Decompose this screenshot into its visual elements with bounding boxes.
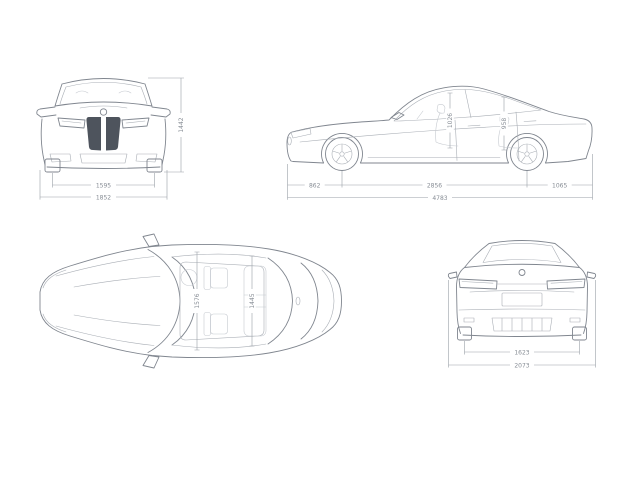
dim-label-mask	[193, 289, 201, 313]
rear-left-reflector	[463, 317, 475, 323]
dim-label-mask	[177, 113, 185, 137]
spokes	[332, 144, 352, 162]
top-windshield	[147, 249, 196, 353]
top-rear-panel-line	[321, 269, 335, 333]
passenger-seat-back	[203, 312, 211, 336]
top-rear-window-trunk	[267, 257, 319, 345]
rim	[516, 143, 538, 165]
dim-top-front-interior-width: 1576	[193, 251, 201, 351]
passenger-seat-cushion	[210, 313, 228, 335]
dim-label-mask	[248, 289, 256, 313]
front-left-tire	[44, 158, 61, 173]
side-interior-ghost	[416, 104, 521, 149]
dim-side-rear-headroom: 958	[500, 96, 508, 151]
dim-label-front-headroom: 1026	[447, 113, 454, 128]
dim-front-overall-height: 1442	[148, 77, 185, 173]
dim-label-mask	[446, 108, 454, 133]
top-body-outline	[39, 243, 342, 359]
front-bumper-details	[49, 153, 158, 164]
front-headlights	[57, 117, 150, 129]
rear-right-reflector	[569, 317, 581, 323]
top-hood-lines	[42, 256, 161, 346]
top-antenna-fin	[295, 296, 301, 306]
dim-label-rear-headroom: 958	[501, 118, 508, 130]
top-mirrors	[142, 233, 160, 369]
dim-label-mask	[304, 181, 325, 189]
dim-label-mask	[91, 181, 116, 189]
dim-label-wheelbase: 2856	[427, 182, 442, 189]
driver-seat-cushion	[210, 267, 228, 289]
dim-label-mask	[428, 193, 452, 202]
rear-view: 1623 2073	[447, 240, 597, 369]
dim-top-rear-interior-width: 1445	[248, 255, 256, 347]
top-interior	[180, 265, 267, 337]
front-mirrors	[36, 106, 171, 118]
dim-rear-overall-width: 2073	[448, 280, 596, 369]
steering-wheel	[180, 269, 198, 286]
front-right-tire	[146, 158, 163, 173]
rear-taillights	[458, 278, 586, 290]
rear-bumper-lines	[458, 290, 586, 311]
front-glass-lines	[59, 82, 148, 109]
license-plate	[501, 292, 543, 307]
dim-label-rear-width: 2073	[514, 362, 529, 369]
dim-label-mask	[422, 181, 447, 189]
spokes	[517, 144, 537, 162]
dim-front-track: 1595	[52, 173, 155, 189]
side-front-wheel	[325, 137, 359, 171]
hub	[524, 151, 530, 157]
side-mirror	[390, 112, 405, 120]
dim-label-front-height: 1442	[178, 117, 185, 132]
side-glass-and-seams	[299, 89, 587, 162]
dim-label-front-track: 1595	[96, 182, 111, 189]
dim-label-mask	[510, 361, 534, 369]
rear-left-tire	[457, 326, 472, 341]
front-body-outline	[40, 78, 167, 169]
dim-lines	[287, 154, 593, 200]
dim-side-front-headroom: 1026	[446, 92, 454, 149]
rear-diffuser	[491, 317, 553, 332]
dim-label-top-front-width: 1576	[194, 293, 201, 308]
side-rear-wheel	[510, 137, 544, 171]
dim-label-mask	[500, 111, 508, 136]
dim-label-rear-track: 1623	[514, 349, 529, 356]
dim-label-top-rear-width: 1445	[249, 293, 256, 308]
bmw-roundel-icon	[518, 269, 526, 276]
dim-label-front-overhang: 862	[309, 182, 321, 189]
dim-label-mask	[547, 181, 572, 189]
rear-right-tire	[572, 326, 587, 341]
dim-label-mask	[91, 193, 116, 201]
tire	[325, 137, 359, 171]
side-kidney	[287, 136, 292, 146]
dim-label-mask	[510, 348, 534, 356]
rear-bench	[243, 265, 267, 337]
dim-rear-track: 1623	[464, 341, 580, 356]
rear-mirrors	[447, 271, 597, 279]
rear-taillight-inner-lines	[461, 281, 583, 285]
rim	[331, 143, 353, 165]
front-kidney-grille	[86, 117, 121, 151]
driver-seat-back	[203, 266, 211, 290]
dim-front-overall-width: 1852	[39, 170, 168, 201]
rear-glass	[482, 243, 562, 263]
side-headlight	[290, 128, 312, 139]
side-view: 1026 958 862 2856 1065 4783	[286, 85, 593, 202]
top-view: 1576 1445	[39, 233, 342, 369]
bmw-roundel-icon	[99, 108, 108, 116]
tire	[510, 137, 544, 171]
dim-label-rear-overhang: 1065	[552, 182, 567, 189]
front-headrests-ghost	[75, 90, 132, 94]
front-drl-lines	[61, 120, 146, 124]
dim-side-overall-length: 4783	[287, 193, 593, 202]
dim-label-front-width: 1852	[96, 194, 111, 201]
front-view: 1595 1852 1442	[36, 77, 185, 201]
dim-label-overall-length: 4783	[432, 195, 447, 202]
rear-body-outline	[456, 240, 588, 337]
hub	[339, 151, 345, 157]
dim-side-overhangs-wheelbase: 862 2856 1065	[287, 154, 593, 200]
side-body-outline	[286, 85, 593, 164]
